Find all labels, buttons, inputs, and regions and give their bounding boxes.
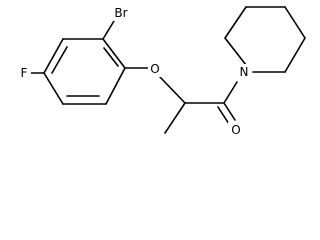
ring-inner-double-bond-1 xyxy=(103,47,119,67)
carbonyl-oxygen-label: O xyxy=(231,123,240,137)
bonds xyxy=(30,6,306,134)
atom-labels: Br F O O N xyxy=(18,5,252,138)
bromine-label: Br xyxy=(114,6,127,20)
bond-carbonyl-o-1 xyxy=(223,102,236,121)
piperidine-bond-c4-c5 xyxy=(284,37,306,73)
ring-bond-c4-c5 xyxy=(43,72,64,105)
bond-carbonyl-n xyxy=(223,81,238,104)
bond-c1-br xyxy=(102,20,115,40)
molecule-structure-diagram: Br F O O N xyxy=(18,5,306,138)
piperidine-bond-c3-c4 xyxy=(284,6,306,39)
ring-bond-c5-c6 xyxy=(43,38,64,74)
bond-ch-methyl xyxy=(164,102,186,134)
ether-oxygen-label: O xyxy=(150,62,159,76)
bond-o-ch xyxy=(159,76,186,104)
structure-canvas: Br F O O N xyxy=(18,5,306,138)
piperidine-bond-n-c1 xyxy=(224,37,247,66)
ring-inner-double-bond-3 xyxy=(51,46,68,74)
fluorine-label: F xyxy=(21,66,28,80)
ring-bond-c2-c3 xyxy=(105,67,126,105)
piperidine-bond-c1-c2 xyxy=(224,6,247,39)
nitrogen-label: N xyxy=(240,65,249,79)
ring-bond-c1-c2 xyxy=(102,38,126,69)
bond-carbonyl-o-2 xyxy=(217,106,230,125)
